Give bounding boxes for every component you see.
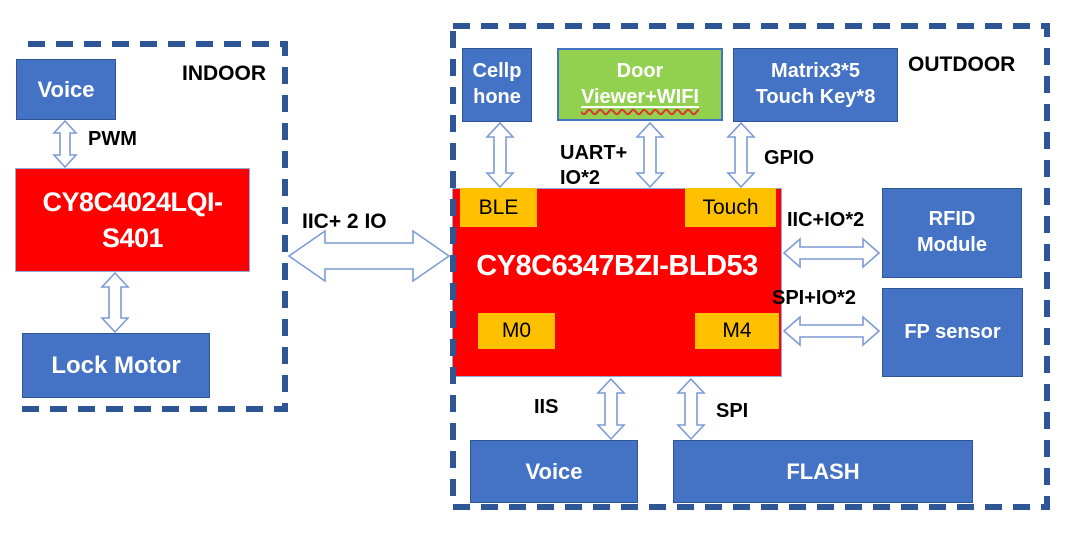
- door-viewer-line1: Door: [616, 59, 664, 82]
- uart-io-label: UART+ IO*2: [560, 141, 627, 191]
- outdoor-voice-box: Voice: [470, 440, 638, 503]
- iis-label: IIS: [534, 396, 559, 418]
- rfid-module-box: RFID Module: [882, 188, 1022, 278]
- indoor-region-label: INDOOR: [182, 62, 266, 85]
- flash-label: FLASH: [786, 458, 860, 484]
- arrow-matrix-gpio: [726, 121, 756, 189]
- cellphone-box: Cellp hone: [462, 48, 532, 122]
- arrow-lock-motor: [100, 271, 130, 334]
- door-viewer-box: Door Viewer+WIFI: [557, 48, 723, 121]
- rfid-line1: RFID: [928, 208, 976, 231]
- arrow-fp-sensor: [782, 315, 881, 347]
- arrow-chip-link: [287, 229, 451, 283]
- m4-tag: M4: [695, 313, 779, 349]
- rfid-line2: Module: [917, 234, 987, 256]
- touch-tag: Touch: [685, 188, 776, 227]
- arrow-door-viewer: [635, 121, 665, 189]
- fp-sensor-label: FP sensor: [904, 320, 1001, 343]
- uart-io-line1: UART+: [560, 142, 628, 164]
- lock-motor-label: Lock Motor: [51, 351, 181, 379]
- matrix-touchkey-box: Matrix3*5 Touch Key*8: [733, 48, 898, 122]
- indoor-voice-box: Voice: [16, 59, 116, 120]
- fp-sensor-box: FP sensor: [882, 288, 1023, 377]
- arrow-cellphone: [485, 121, 515, 189]
- indoor-voice-label: Voice: [37, 76, 95, 102]
- gpio-label: GPIO: [764, 147, 815, 169]
- ble-tag: BLE: [460, 188, 537, 227]
- iic-io-label: IIC+IO*2: [787, 209, 865, 231]
- arrow-spi-flash: [676, 377, 706, 441]
- indoor-chip-box: CY8C4024LQI- S401: [15, 168, 250, 272]
- matrix-line1: Matrix3*5: [771, 60, 860, 83]
- m0-tag: M0: [478, 313, 555, 349]
- lock-motor-box: Lock Motor: [22, 333, 210, 398]
- m0-tag-label: M0: [501, 319, 532, 342]
- m4-tag-label: M4: [722, 319, 752, 342]
- arrow-rfid: [782, 237, 881, 269]
- door-viewer-line2: Viewer+WIFI: [580, 85, 699, 108]
- indoor-chip-line1: CY8C4024LQI-: [42, 186, 223, 217]
- outdoor-chip-label: CY8C6347BZI-BLD53: [476, 250, 758, 282]
- cellphone-line1: Cellp: [472, 60, 522, 83]
- outdoor-region-label: OUTDOOR: [908, 53, 1016, 76]
- pwm-label: PWM: [88, 128, 137, 150]
- matrix-line2: Touch Key*8: [755, 86, 876, 108]
- indoor-chip-line2: S401: [101, 223, 164, 253]
- outdoor-voice-label: Voice: [525, 458, 583, 484]
- arrow-voice-pwm: [52, 119, 78, 169]
- link-label: IIC+ 2 IO: [302, 210, 387, 233]
- flash-box: FLASH: [673, 440, 973, 503]
- arrow-iis-voice: [596, 377, 626, 441]
- ble-tag-label: BLE: [478, 195, 519, 219]
- cellphone-line2: hone: [473, 86, 521, 108]
- spi-io-label: SPI+IO*2: [772, 287, 856, 309]
- spi-label: SPI: [716, 400, 749, 422]
- touch-tag-label: Touch: [702, 195, 759, 219]
